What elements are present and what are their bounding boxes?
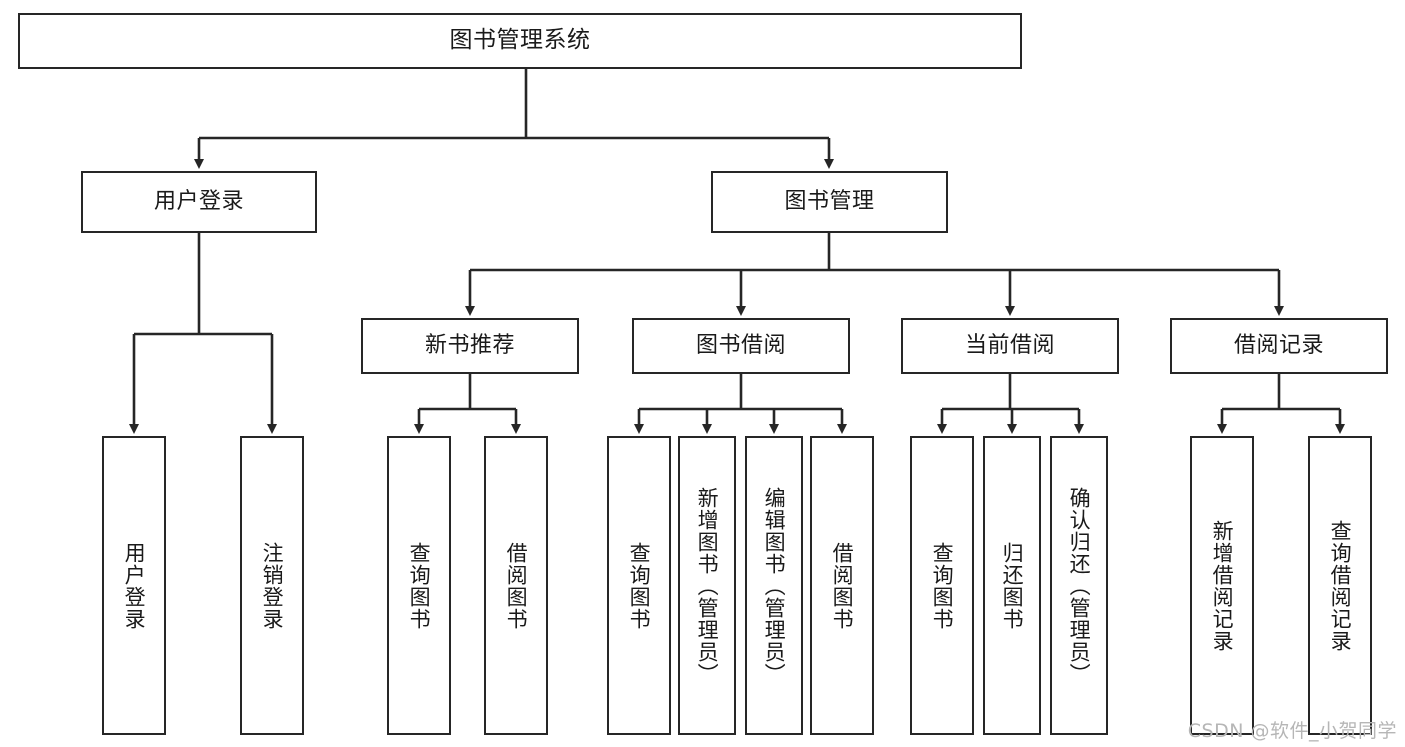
node-label: 当前借阅 <box>964 333 1055 359</box>
leaf-query-borrow-record[interactable]: 查询借阅记录 <box>1308 436 1372 735</box>
leaf-query-book-borrow[interactable]: 查询图书 <box>607 436 671 735</box>
leaf-user-login[interactable]: 用户登录 <box>102 436 166 735</box>
node-label: 用户登录 <box>153 189 244 215</box>
node-book-management[interactable]: 图书管理 <box>711 171 948 233</box>
node-label: 借阅图书 <box>830 541 855 630</box>
leaf-query-book-current[interactable]: 查询图书 <box>910 436 974 735</box>
node-label: 编辑图书（管理员） <box>762 486 787 685</box>
node-root-system[interactable]: 图书管理系统 <box>18 13 1022 69</box>
leaf-borrow-book-recommend[interactable]: 借阅图书 <box>484 436 548 735</box>
leaf-query-book-recommend[interactable]: 查询图书 <box>387 436 451 735</box>
node-label: 图书管理系统 <box>449 27 591 54</box>
node-label: 注销登录 <box>260 541 285 630</box>
leaf-return-book[interactable]: 归还图书 <box>983 436 1041 735</box>
leaf-borrow-book[interactable]: 借阅图书 <box>810 436 874 735</box>
leaf-confirm-return-admin[interactable]: 确认归还（管理员） <box>1050 436 1108 735</box>
node-new-book-recommend[interactable]: 新书推荐 <box>361 318 579 374</box>
node-label: 新书推荐 <box>424 333 515 359</box>
node-label: 归还图书 <box>1000 541 1025 630</box>
node-label: 图书借阅 <box>695 333 786 359</box>
node-label: 借阅记录 <box>1233 333 1324 359</box>
node-label: 查询图书 <box>930 541 955 630</box>
node-label: 新增图书（管理员） <box>695 486 720 685</box>
node-label: 确认归还（管理员） <box>1067 486 1092 685</box>
leaf-add-book-admin[interactable]: 新增图书（管理员） <box>678 436 736 735</box>
node-book-borrow[interactable]: 图书借阅 <box>632 318 850 374</box>
node-current-borrow[interactable]: 当前借阅 <box>901 318 1119 374</box>
leaf-add-borrow-record[interactable]: 新增借阅记录 <box>1190 436 1254 735</box>
leaf-logout[interactable]: 注销登录 <box>240 436 304 735</box>
node-label: 借阅图书 <box>504 541 529 630</box>
node-label: 查询图书 <box>407 541 432 630</box>
node-user-login[interactable]: 用户登录 <box>81 171 317 233</box>
watermark-text: CSDN @软件_小贺同学 <box>1187 720 1397 742</box>
node-label: 用户登录 <box>122 541 147 630</box>
node-label: 图书管理 <box>784 189 875 215</box>
leaf-edit-book-admin[interactable]: 编辑图书（管理员） <box>745 436 803 735</box>
node-label: 查询图书 <box>627 541 652 630</box>
node-label: 新增借阅记录 <box>1210 519 1235 652</box>
node-borrow-records[interactable]: 借阅记录 <box>1170 318 1388 374</box>
node-label: 查询借阅记录 <box>1328 519 1353 652</box>
